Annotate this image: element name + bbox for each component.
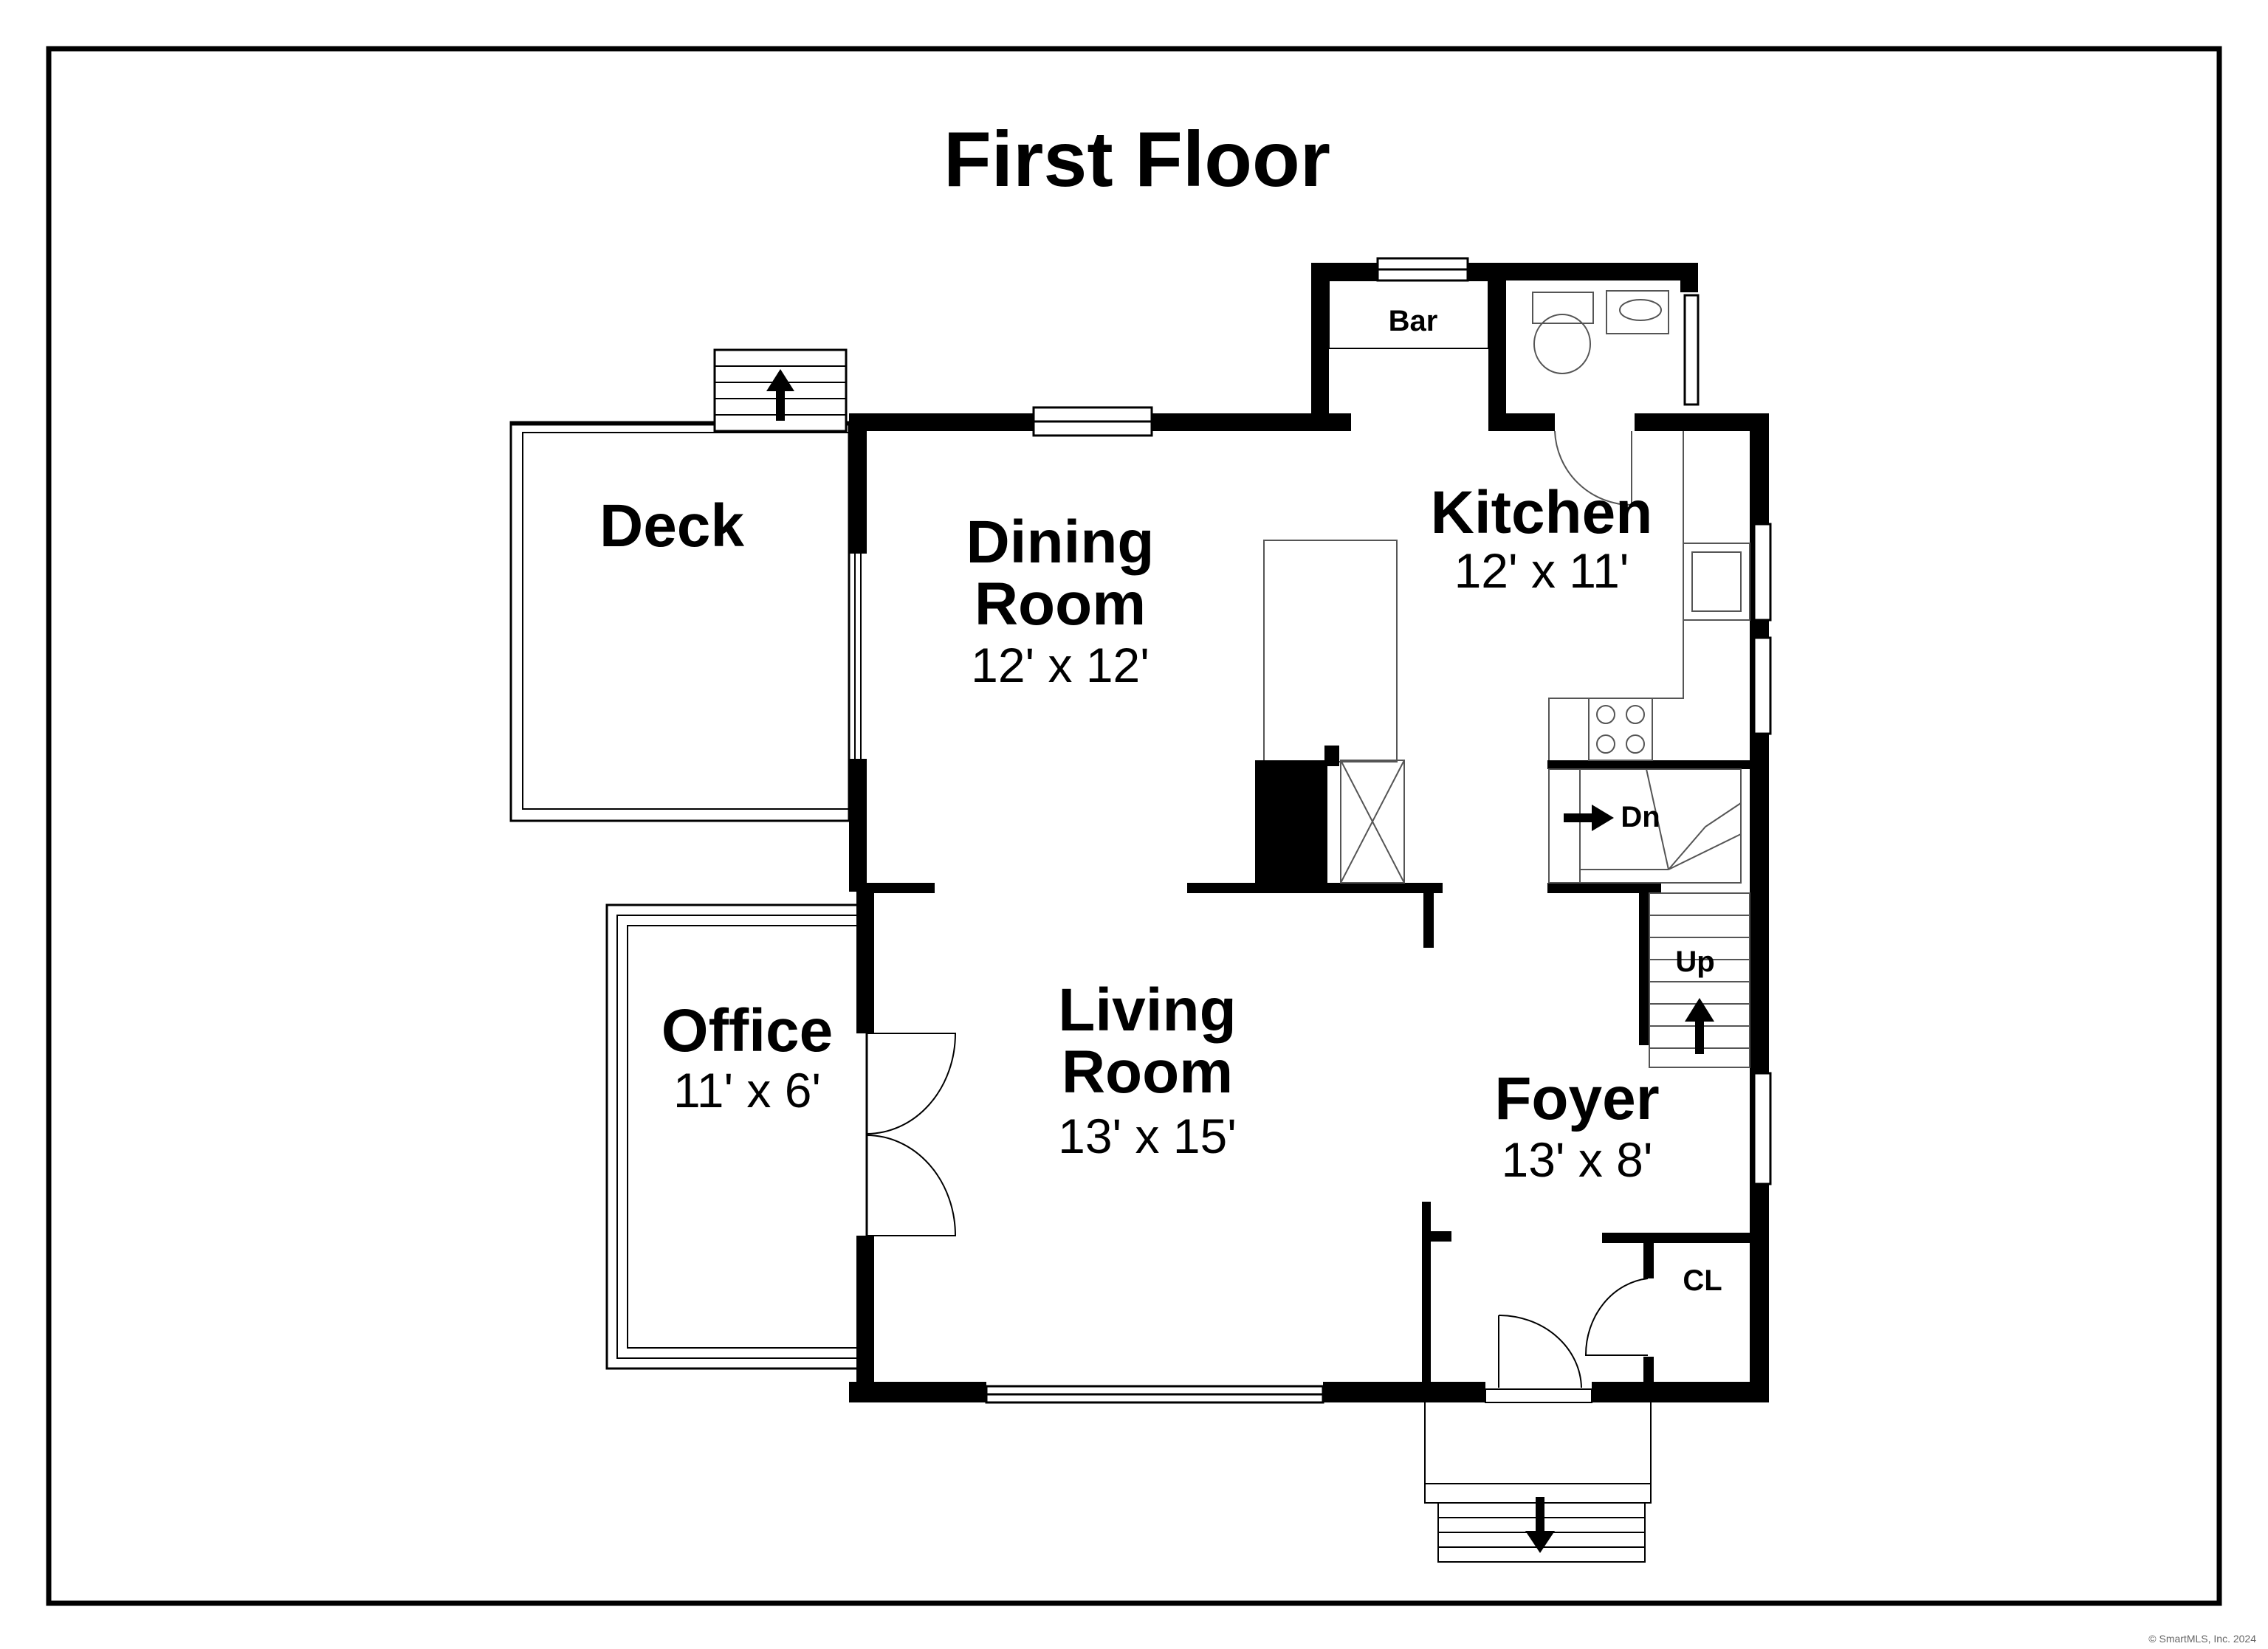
bar: Bar [1328,280,1489,349]
stairs-down-label: Dn [1621,801,1660,833]
dining-room-name-line1: Dining [966,509,1154,576]
deck-steps [713,348,848,433]
up-arrow-icon [766,369,794,421]
living-room-dims: 13' x 15' [1058,1109,1237,1163]
windows [985,257,1772,1404]
half-bath [1532,290,1669,506]
bar-label: Bar [1389,305,1438,337]
stairs-down [1548,768,1742,884]
copyright-notice: © SmartMLS, Inc. 2024 [2148,1633,2256,1645]
stairs-up-label: Up [1675,946,1714,978]
plan-title: First Floor [944,116,1330,203]
living-room-name-line1: Living [1058,977,1236,1044]
deck-name: Deck [599,492,744,560]
foyer-dims: 13' x 8' [1502,1132,1653,1187]
kitchen-fixtures [1263,431,1750,762]
closet-label: CL [1683,1264,1722,1297]
deck-slider-door [854,554,862,759]
up-arrow-icon [1685,998,1714,1054]
page-frame [46,46,2222,1606]
down-arrow-icon [1525,1497,1555,1553]
living-room-name-line2: Room [1062,1039,1233,1106]
foyer-name: Foyer [1494,1065,1659,1132]
office-name: Office [662,997,833,1064]
office-area [605,903,868,1370]
kitchen-dims: 12' x 11' [1454,543,1629,598]
deck [509,348,850,822]
kitchen-name: Kitchen [1431,479,1653,546]
fireplace [1255,746,1405,884]
office-french-doors [866,1033,957,1236]
dining-room-dims: 12' x 12' [971,638,1150,692]
down-arrow-icon [1564,805,1614,831]
front-door [1485,1315,1592,1403]
office-dims: 11' x 6' [673,1063,821,1118]
dining-room-name-line2: Room [975,571,1146,638]
closet [1584,1278,1649,1356]
